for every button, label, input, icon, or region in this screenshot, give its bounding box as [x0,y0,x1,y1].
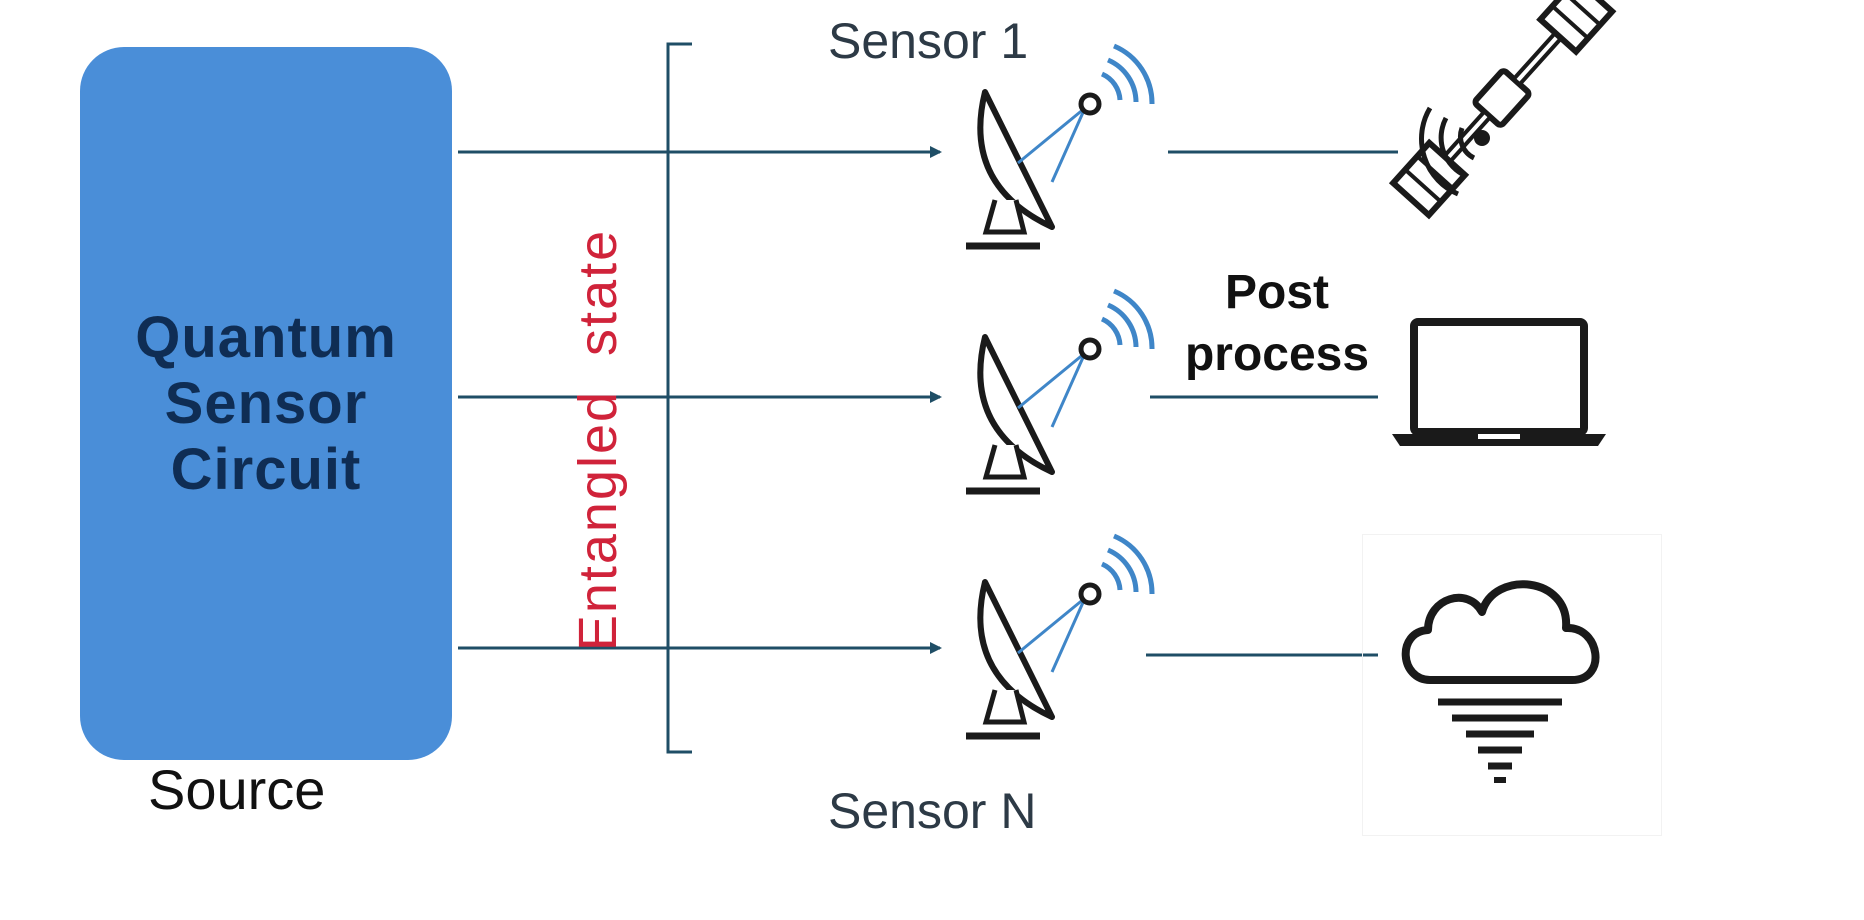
laptop-icon [1392,318,1606,446]
post-process-line-1: Post [1224,266,1329,319]
cloud-icon [1401,580,1600,783]
post-process-label: Post process [1162,262,1392,386]
satellite-signal-waves [1418,106,1490,197]
sensor-2-dish-icon [966,288,1155,495]
post-process-line-2: process [1184,328,1370,381]
sensor-n-dish-icon [966,533,1155,740]
sensor-1-label: Sensor 1 [828,13,1029,69]
source-title-line-3: Circuit [170,436,362,502]
source-title-line-2: Sensor [164,370,368,436]
cloud-frame [1362,534,1662,836]
entangled-state-label: Entangled state [568,228,628,652]
satellite-icon [1388,0,1617,220]
sensor-n-label: Sensor N [828,783,1037,839]
sensor-1-dish-icon [966,43,1155,250]
source-title-line-1: Quantum [135,304,397,370]
source-caption: Source [148,758,326,821]
quantum-sensor-circuit-box: Quantum Sensor Circuit [80,47,452,760]
